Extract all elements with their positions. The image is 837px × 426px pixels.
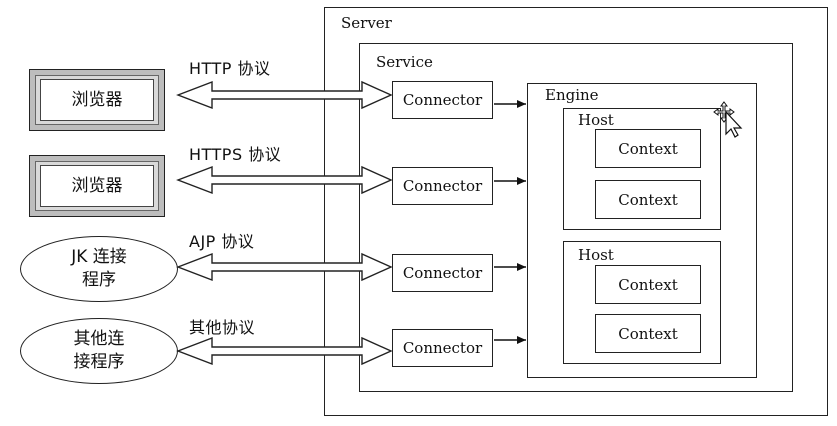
engine-label: Engine — [545, 86, 599, 104]
connector-box: Connector — [392, 329, 493, 367]
jk-connector-client-label: JK 连接 程序 — [71, 247, 127, 290]
protocol-label: 其他协议 — [189, 318, 256, 337]
context-label: Context — [618, 190, 678, 209]
connector-box: Connector — [392, 254, 493, 292]
protocol-arrow — [176, 80, 393, 110]
service-label: Service — [376, 53, 433, 71]
browser-client-box: 浏览器 — [29, 155, 165, 217]
protocol-label: AJP 协议 — [189, 232, 255, 251]
connector-label: Connector — [402, 339, 483, 357]
context-box: Context — [595, 265, 701, 304]
connector-label: Connector — [402, 91, 483, 109]
connector-box: Connector — [392, 81, 493, 119]
browser-client-label: 浏览器 — [71, 89, 123, 110]
protocol-arrow — [176, 252, 393, 282]
protocol-label: HTTP 协议 — [189, 59, 271, 78]
protocol-label: HTTPS 协议 — [189, 145, 282, 164]
protocol-arrow — [176, 165, 393, 195]
connector-label: Connector — [402, 264, 483, 282]
context-label: Context — [618, 275, 678, 294]
host-label: Host — [578, 111, 614, 129]
browser-client-box: 浏览器 — [29, 69, 165, 131]
context-label: Context — [618, 139, 678, 158]
host-label: Host — [578, 246, 614, 264]
context-box: Context — [595, 314, 701, 353]
protocol-arrow — [176, 336, 393, 366]
context-label: Context — [618, 324, 678, 343]
connector-box: Connector — [392, 167, 493, 205]
jk-connector-client-ellipse: JK 连接 程序 — [20, 236, 178, 302]
context-box: Context — [595, 129, 701, 168]
context-box: Context — [595, 180, 701, 219]
server-label: Server — [341, 14, 392, 32]
other-connector-client-label: 其他连 接程序 — [73, 329, 125, 372]
browser-client-label: 浏览器 — [71, 175, 123, 196]
move-cursor-icon — [713, 101, 743, 138]
connector-label: Connector — [402, 177, 483, 195]
other-connector-client-ellipse: 其他连 接程序 — [20, 318, 178, 384]
